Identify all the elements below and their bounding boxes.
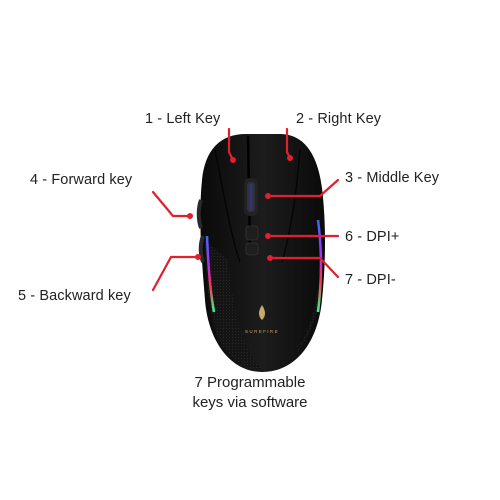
label-forward-key: 4 - Forward key	[30, 172, 133, 188]
backward-side-button	[198, 235, 205, 263]
side-mesh-right	[296, 230, 322, 352]
rgb-strip-right	[316, 219, 323, 313]
dpi-minus-button	[245, 242, 259, 256]
caption-line-2: keys via software	[192, 394, 308, 411]
label-left-key: 1 - Left Key	[145, 111, 221, 127]
forward-side-button	[196, 199, 203, 229]
pointer-dot-backward-key	[195, 254, 201, 260]
pointer-dot-left-key	[230, 157, 236, 163]
pointer-backward-key	[151, 255, 200, 292]
pointer-dot-forward-key	[187, 213, 193, 219]
pointer-middle-key	[266, 178, 340, 198]
label-backward-key: 5 - Backward key	[18, 288, 131, 304]
label-dpi-minus: 7 - DPI-	[345, 272, 396, 288]
side-mesh	[205, 240, 262, 370]
pointer-forward-key	[151, 190, 192, 218]
pointer-dot-dpi-minus	[267, 255, 273, 261]
pointer-dpi-minus	[268, 256, 340, 279]
label-middle-key: 3 - Middle Key	[345, 170, 440, 186]
left-button-edge	[214, 149, 241, 263]
pointer-dot-right-key	[287, 155, 293, 161]
label-dpi-plus: 6 - DPI+	[345, 229, 400, 245]
brand-logo: SUREFIRE	[245, 329, 279, 334]
pointer-dot-dpi-plus	[265, 233, 271, 239]
right-button-edge	[281, 149, 301, 263]
caption-line-1: 7 Programmable	[194, 374, 306, 391]
surefire-logo-icon	[259, 305, 265, 320]
caption: 7 Programmable keys via software	[0, 373, 500, 413]
rgb-strip-left	[205, 235, 216, 313]
label-right-key: 2 - Right Key	[296, 111, 382, 127]
dpi-plus-button	[245, 225, 259, 241]
pointer-dot-middle-key	[265, 193, 271, 199]
